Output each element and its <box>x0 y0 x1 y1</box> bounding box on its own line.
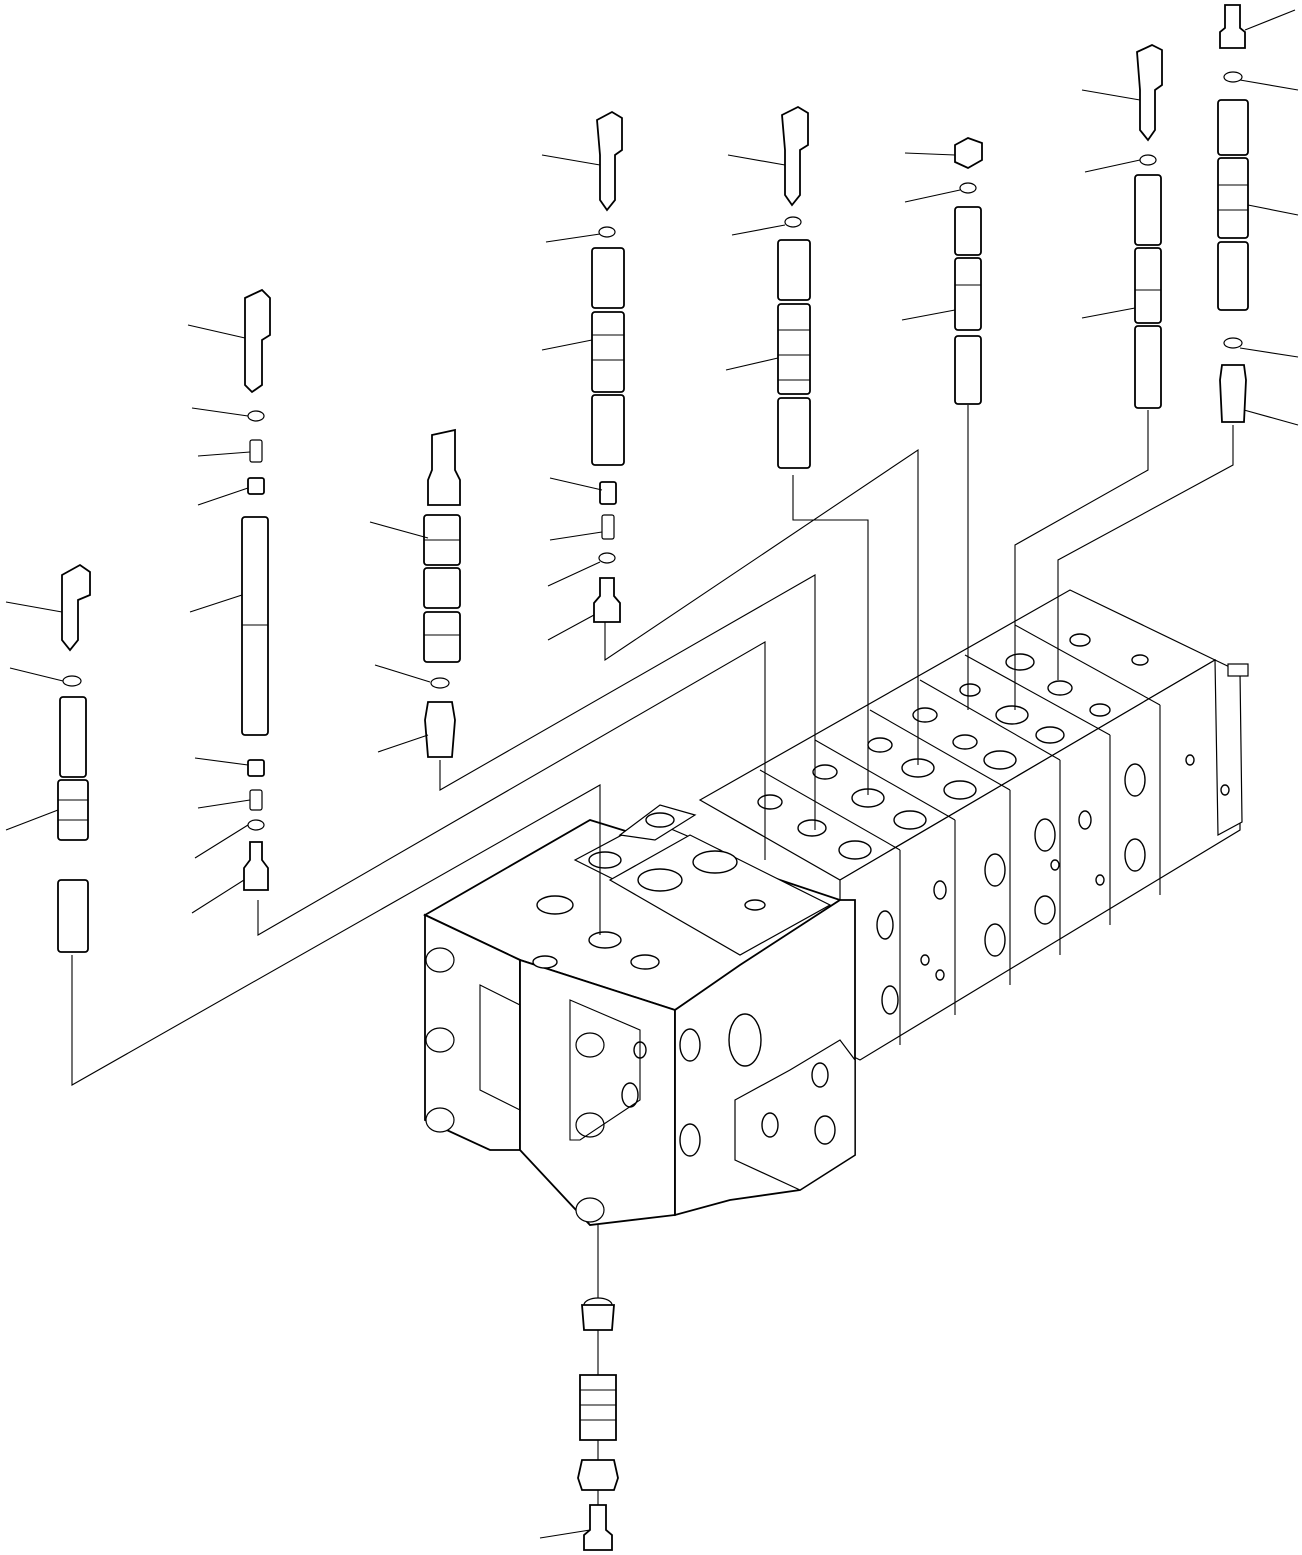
spool-assembly-2 <box>187 288 271 914</box>
spool-assembly-4 <box>541 110 625 641</box>
spool-assembly-1 <box>5 563 91 953</box>
assembly-lines <box>71 405 1234 1300</box>
spool-assembly-7 <box>1081 44 1163 409</box>
valve-body <box>423 589 1249 1226</box>
spool-assembly-8 <box>1217 4 1299 426</box>
plug-assembly <box>539 1297 619 1551</box>
spool-assembly-6 <box>901 137 983 405</box>
spool-assembly-5 <box>725 105 811 469</box>
spool-assembly-3 <box>369 428 461 758</box>
